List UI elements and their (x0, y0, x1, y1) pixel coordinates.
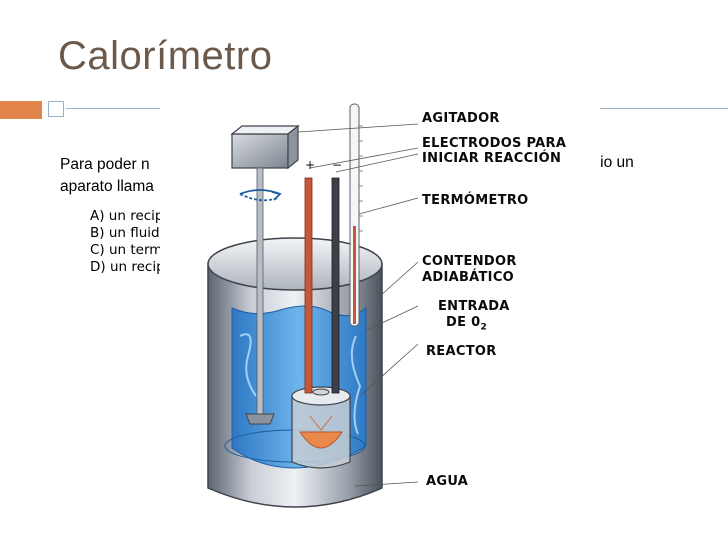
calorimeter-diagram: AGITADOR ELECTRODOS PARA INICIAR REACCIÓ… (160, 96, 600, 536)
label-electrodos-2: INICIAR REACCIÓN (422, 151, 561, 166)
electrode-positive (305, 178, 312, 393)
agitator-shaft (257, 168, 263, 420)
answer-list: A) un recip B) un fluid C) un term D) un… (90, 208, 165, 276)
list-item-c: C) un term (90, 242, 165, 259)
label-agua: AGUA (426, 474, 468, 489)
label-entrada-subscript: 2 (480, 323, 487, 333)
slide-title: Calorímetro (58, 34, 272, 79)
electrode-plus-sign: + (305, 158, 315, 173)
list-item-b: B) un fluid (90, 225, 165, 242)
label-entrada-2: DE 02 (446, 315, 487, 336)
label-entrada-1: ENTRADA (438, 299, 510, 314)
list-item-d: D) un recip (90, 259, 165, 276)
paragraph-line-1: Para poder n (60, 154, 154, 176)
label-entrada-2-text: DE 0 (446, 315, 480, 330)
label-termometro: TERMÓMETRO (422, 193, 529, 208)
agitator-motor (232, 134, 288, 168)
label-contendor-2: ADIABÁTICO (422, 270, 514, 285)
label-agitador: AGITADOR (422, 111, 500, 126)
accent-bar (0, 101, 42, 119)
accent-box (48, 101, 64, 117)
electrode-minus-sign: − (332, 158, 342, 173)
label-electrodos-1: ELECTRODOS PARA (422, 136, 566, 151)
list-item-a: A) un recip (90, 208, 165, 225)
label-contendor-1: CONTENDOR (422, 254, 517, 269)
electrode-negative (332, 178, 339, 393)
label-reactor: REACTOR (426, 344, 497, 359)
body-paragraph: Para poder n aparato llama (60, 154, 154, 198)
paragraph-line-2: aparato llama (60, 176, 154, 198)
